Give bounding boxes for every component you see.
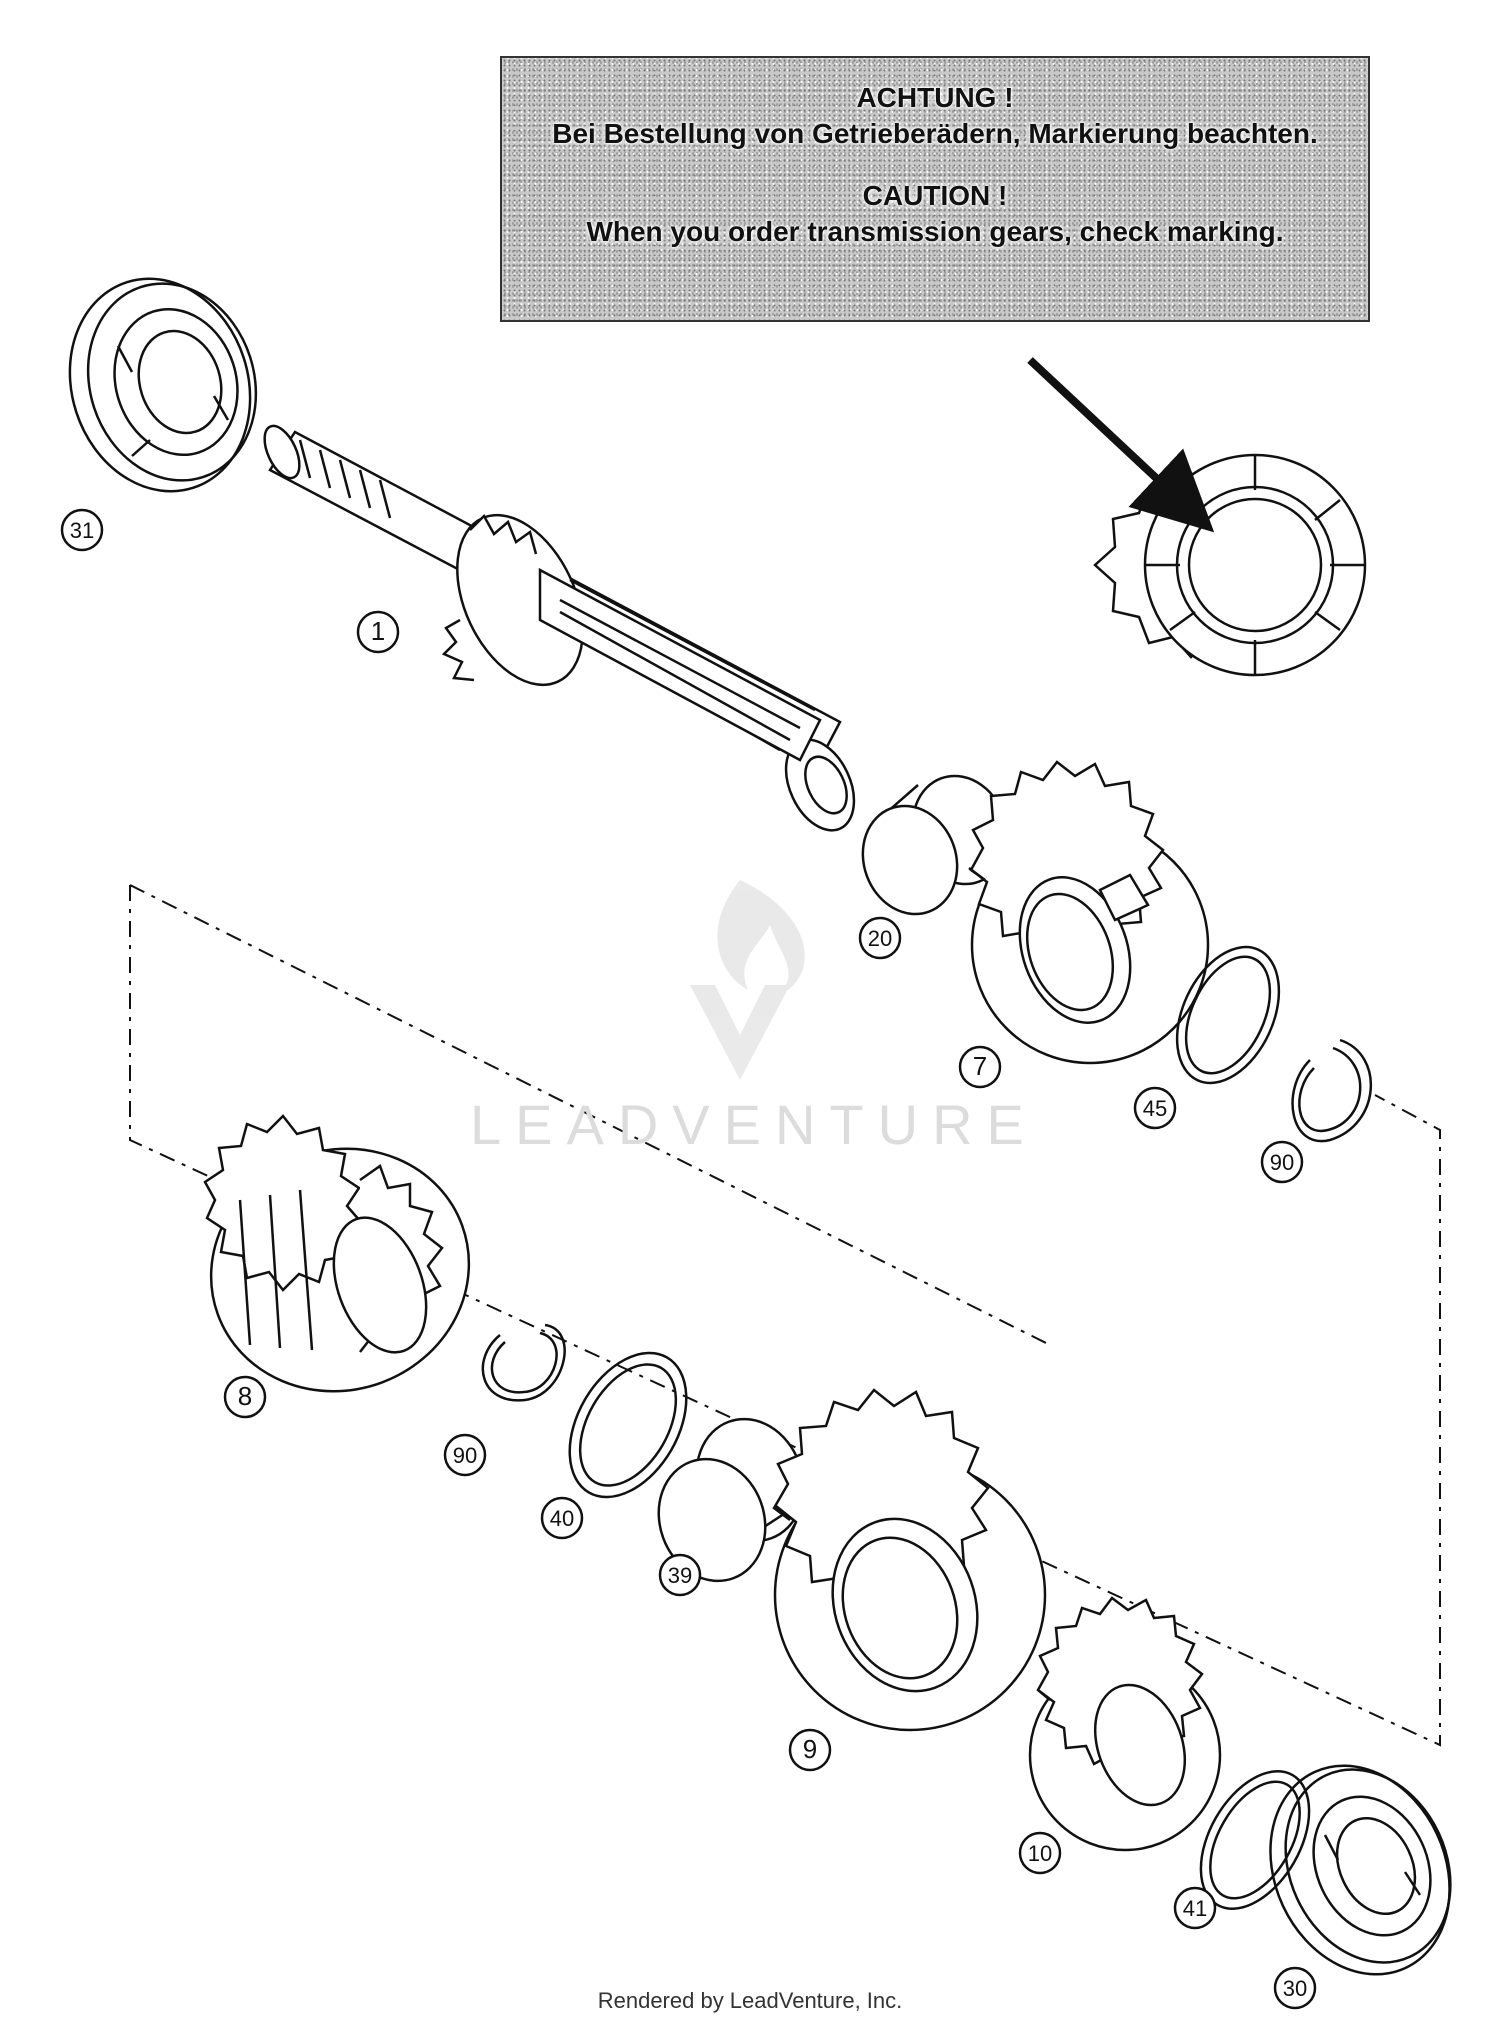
callout-label: 1	[371, 616, 385, 646]
gear-7	[968, 760, 1210, 1065]
circlip-90-upper	[1291, 1038, 1372, 1143]
ball-bearing-30	[1269, 1764, 1452, 1976]
footer-credit: Rendered by LeadVenture, Inc.	[597, 1988, 903, 2013]
callout-label: 40	[550, 1506, 574, 1531]
callout-90a: 90	[1260, 1140, 1304, 1184]
callout-label: 9	[803, 1734, 817, 1764]
callout-circle	[1260, 1140, 1304, 1184]
callout-39: 39	[658, 1553, 702, 1597]
callout-41: 41	[1173, 1886, 1217, 1930]
main-shaft-1	[263, 424, 856, 832]
callout-31: 31	[60, 508, 104, 552]
callout-8: 8	[223, 1375, 267, 1419]
notice-english-heading: CAUTION !	[862, 180, 1008, 211]
callout-circle	[1273, 1966, 1317, 2010]
callout-20: 20	[858, 916, 902, 960]
caution-notice: ACHTUNG ! Bei Bestellung von Getrieberäd…	[500, 56, 1370, 322]
callout-circle	[540, 1496, 584, 1540]
callout-label: 10	[1028, 1841, 1052, 1866]
ball-bearing-31	[68, 277, 258, 493]
callout-40: 40	[540, 1496, 584, 1540]
callout-circle	[858, 916, 902, 960]
gear-10	[1028, 1596, 1222, 1852]
callout-circle	[60, 508, 104, 552]
callout-label: 31	[70, 518, 94, 543]
marking-arrow	[1027, 357, 1215, 533]
leadventure-logo-watermark	[690, 880, 805, 1080]
callout-45: 45	[1133, 1086, 1177, 1130]
callout-10: 10	[1018, 1831, 1062, 1875]
callout-circle	[1133, 1086, 1177, 1130]
callout-30: 30	[1273, 1966, 1317, 2010]
callout-circle	[1173, 1886, 1217, 1930]
callout-circle	[1018, 1831, 1062, 1875]
notice-english-text: When you order transmission gears, check…	[586, 216, 1284, 247]
callout-label: 20	[868, 926, 892, 951]
callout-9: 9	[788, 1728, 832, 1772]
callout-label: 90	[453, 1443, 477, 1468]
callout-7: 7	[958, 1045, 1002, 1089]
callout-label: 90	[1270, 1150, 1294, 1175]
callout-circle	[356, 610, 400, 654]
callout-90b: 90	[443, 1433, 487, 1477]
washer-45	[1175, 945, 1281, 1085]
callout-circle	[788, 1728, 832, 1772]
callout-circle	[658, 1553, 702, 1597]
circlip-90-lower	[481, 1323, 566, 1402]
notice-german-heading: ACHTUNG !	[856, 82, 1014, 113]
assembly-guide-dashed	[129, 884, 1441, 1747]
part-callouts: 31 1 20 7 45 90 8 90 40 39 9 10 41 30	[60, 508, 1317, 2010]
callout-label: 8	[238, 1381, 252, 1411]
callout-label: 7	[973, 1051, 987, 1081]
callout-circle	[223, 1375, 267, 1419]
notice-german-text: Bei Bestellung von Getrieberädern, Marki…	[552, 118, 1318, 149]
watermark-text: LEADVENTURE	[470, 1093, 1038, 1156]
callout-circle	[443, 1433, 487, 1477]
callout-label: 45	[1143, 1096, 1167, 1121]
gear-9	[772, 1388, 1047, 1732]
callout-label: 41	[1183, 1896, 1207, 1921]
gear-marking-detail	[1093, 453, 1367, 677]
callout-label: 30	[1283, 1976, 1307, 2001]
washer-40	[568, 1351, 688, 1499]
callout-1: 1	[356, 610, 400, 654]
callout-circle	[958, 1045, 1002, 1089]
callout-label: 39	[668, 1563, 692, 1588]
gear-cluster-8	[203, 1114, 471, 1393]
